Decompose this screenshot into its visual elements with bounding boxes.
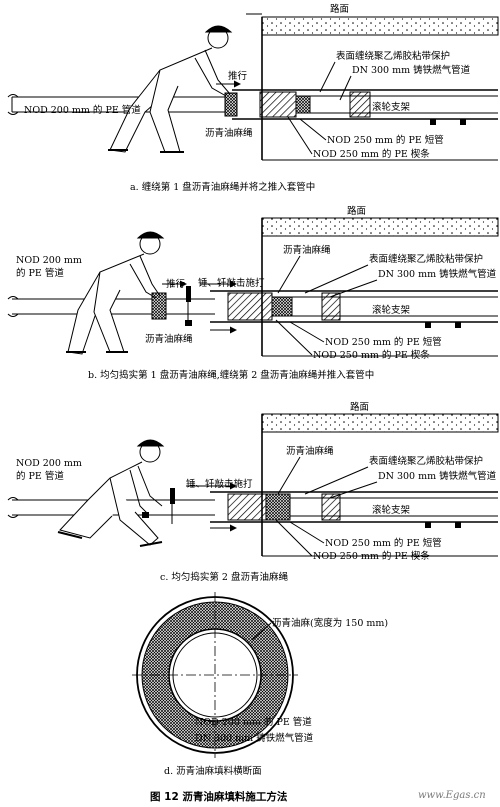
leader-a3 <box>287 116 327 155</box>
caption-d: d. 沥青油麻填料横断面 <box>164 765 262 777</box>
sleeve-assembly-b <box>210 290 498 328</box>
rope-label-a: 沥青油麻绳 <box>205 127 253 139</box>
pe200-label-d: NOD 200 mm 的 PE 管道 <box>195 716 312 728</box>
road-surface-c <box>261 413 499 557</box>
roller-label-b: 滚轮支架 <box>372 304 411 316</box>
pe200-label-a: NOD 200 mm 的 PE 管道 <box>24 104 141 116</box>
wedge-label-b: NOD 250 mm 的 PE 楔条 <box>313 349 430 361</box>
worker-figure-b <box>66 231 165 355</box>
leader-a2 <box>339 75 352 101</box>
push-label-a: 推行 <box>228 70 248 82</box>
iron-pipe-label-d: DN 300 mm 铸铁燃气管道 <box>195 732 314 744</box>
roller-label-c: 滚轮支架 <box>372 504 411 516</box>
tape-label-b: 表面缠绕聚乙烯胶粘带保护 <box>369 253 483 265</box>
push-label-b: 推行 <box>166 278 186 290</box>
road-surface-a <box>246 13 499 161</box>
pe250-label-c: NOD 250 mm 的 PE 短管 <box>325 537 442 549</box>
worker-figure-c <box>57 439 165 547</box>
figure-title: 图 12 沥青油麻填料施工方法 <box>150 790 288 803</box>
hammer-label-b: 锤、钎敲击施打 <box>198 277 265 289</box>
hammer-tool-b <box>185 286 192 326</box>
sleeve-assembly-c <box>210 491 498 528</box>
pe-pipe-200-a <box>7 94 232 115</box>
cross-section <box>132 592 298 758</box>
pe200-label-b2: 的 PE 管道 <box>16 267 64 279</box>
leaders-b2 <box>275 319 325 356</box>
panel-d: 沥青油麻(宽度为 150 mm) NOD 200 mm 的 PE 管道 DN 3… <box>132 592 388 777</box>
leaders-b <box>277 255 378 298</box>
pe250-label-a: NOD 250 mm 的 PE 短管 <box>327 134 444 146</box>
tape-label-a: 表面缠绕聚乙烯胶粘带保护 <box>336 50 450 62</box>
leader-a1 <box>319 61 336 93</box>
iron-pipe-label-a: DN 300 mm 铸铁燃气管道 <box>352 64 471 76</box>
road-label-a: 路面 <box>330 3 349 15</box>
rope-coil-b <box>151 292 167 320</box>
wedge-label-a: NOD 250 mm 的 PE 楔条 <box>313 148 430 160</box>
leaders-c2 <box>275 519 325 557</box>
sleeve-assembly-a <box>232 89 498 125</box>
iron-pipe-label-b: DN 300 mm 铸铁燃气管道 <box>378 268 497 280</box>
rope-label-d: 沥青油麻(宽度为 150 mm) <box>272 617 388 629</box>
pe200-label-c1: NOD 200 mm <box>16 458 82 469</box>
worker-figure-a <box>108 25 233 153</box>
caption-c: c. 均匀捣实第 2 盘沥青油麻绳 <box>160 571 288 583</box>
pe200-label-b1: NOD 200 mm <box>16 255 82 266</box>
wedge-label-c: NOD 250 mm 的 PE 楔条 <box>313 550 430 562</box>
leader-d1 <box>251 622 272 641</box>
panel-b: 路面 推行 锤、钎敲击施打 <box>7 205 499 381</box>
road-surface-b <box>261 217 499 357</box>
rope-coil-a <box>224 92 238 117</box>
road-label-b: 路面 <box>347 205 366 217</box>
iron-pipe-label-c: DN 300 mm 铸铁燃气管道 <box>378 470 497 482</box>
rope-top-label-b: 沥青油麻绳 <box>283 244 331 256</box>
hammer-tool-c <box>142 488 175 524</box>
panel-c: 路面 锤、钎敲击施打 <box>7 401 499 583</box>
pe200-label-c2: 的 PE 管道 <box>16 470 64 482</box>
rope-label-c: 沥青油麻绳 <box>286 445 334 457</box>
panel-a: 路面 推行 <box>7 3 499 193</box>
leaders-c <box>277 456 378 499</box>
pe250-label-b: NOD 250 mm 的 PE 短管 <box>325 336 442 348</box>
hammer-label-c: 锤、钎敲击施打 <box>186 478 253 490</box>
caption-a: a. 缠绕第 1 盘沥青油麻绳并将之推入套管中 <box>130 181 315 193</box>
rope-bottom-label-b: 沥青油麻绳 <box>145 333 193 345</box>
tape-label-c: 表面缠绕聚乙烯胶粘带保护 <box>369 455 483 467</box>
caption-b: b. 均匀捣实第 1 盘沥青油麻绳,缠绕第 2 盘沥青油麻绳并推入套管中 <box>88 369 374 381</box>
watermark: www.Egas.cn <box>418 790 486 801</box>
roller-label-a: 滚轮支架 <box>372 101 411 113</box>
road-label-c: 路面 <box>350 401 369 413</box>
